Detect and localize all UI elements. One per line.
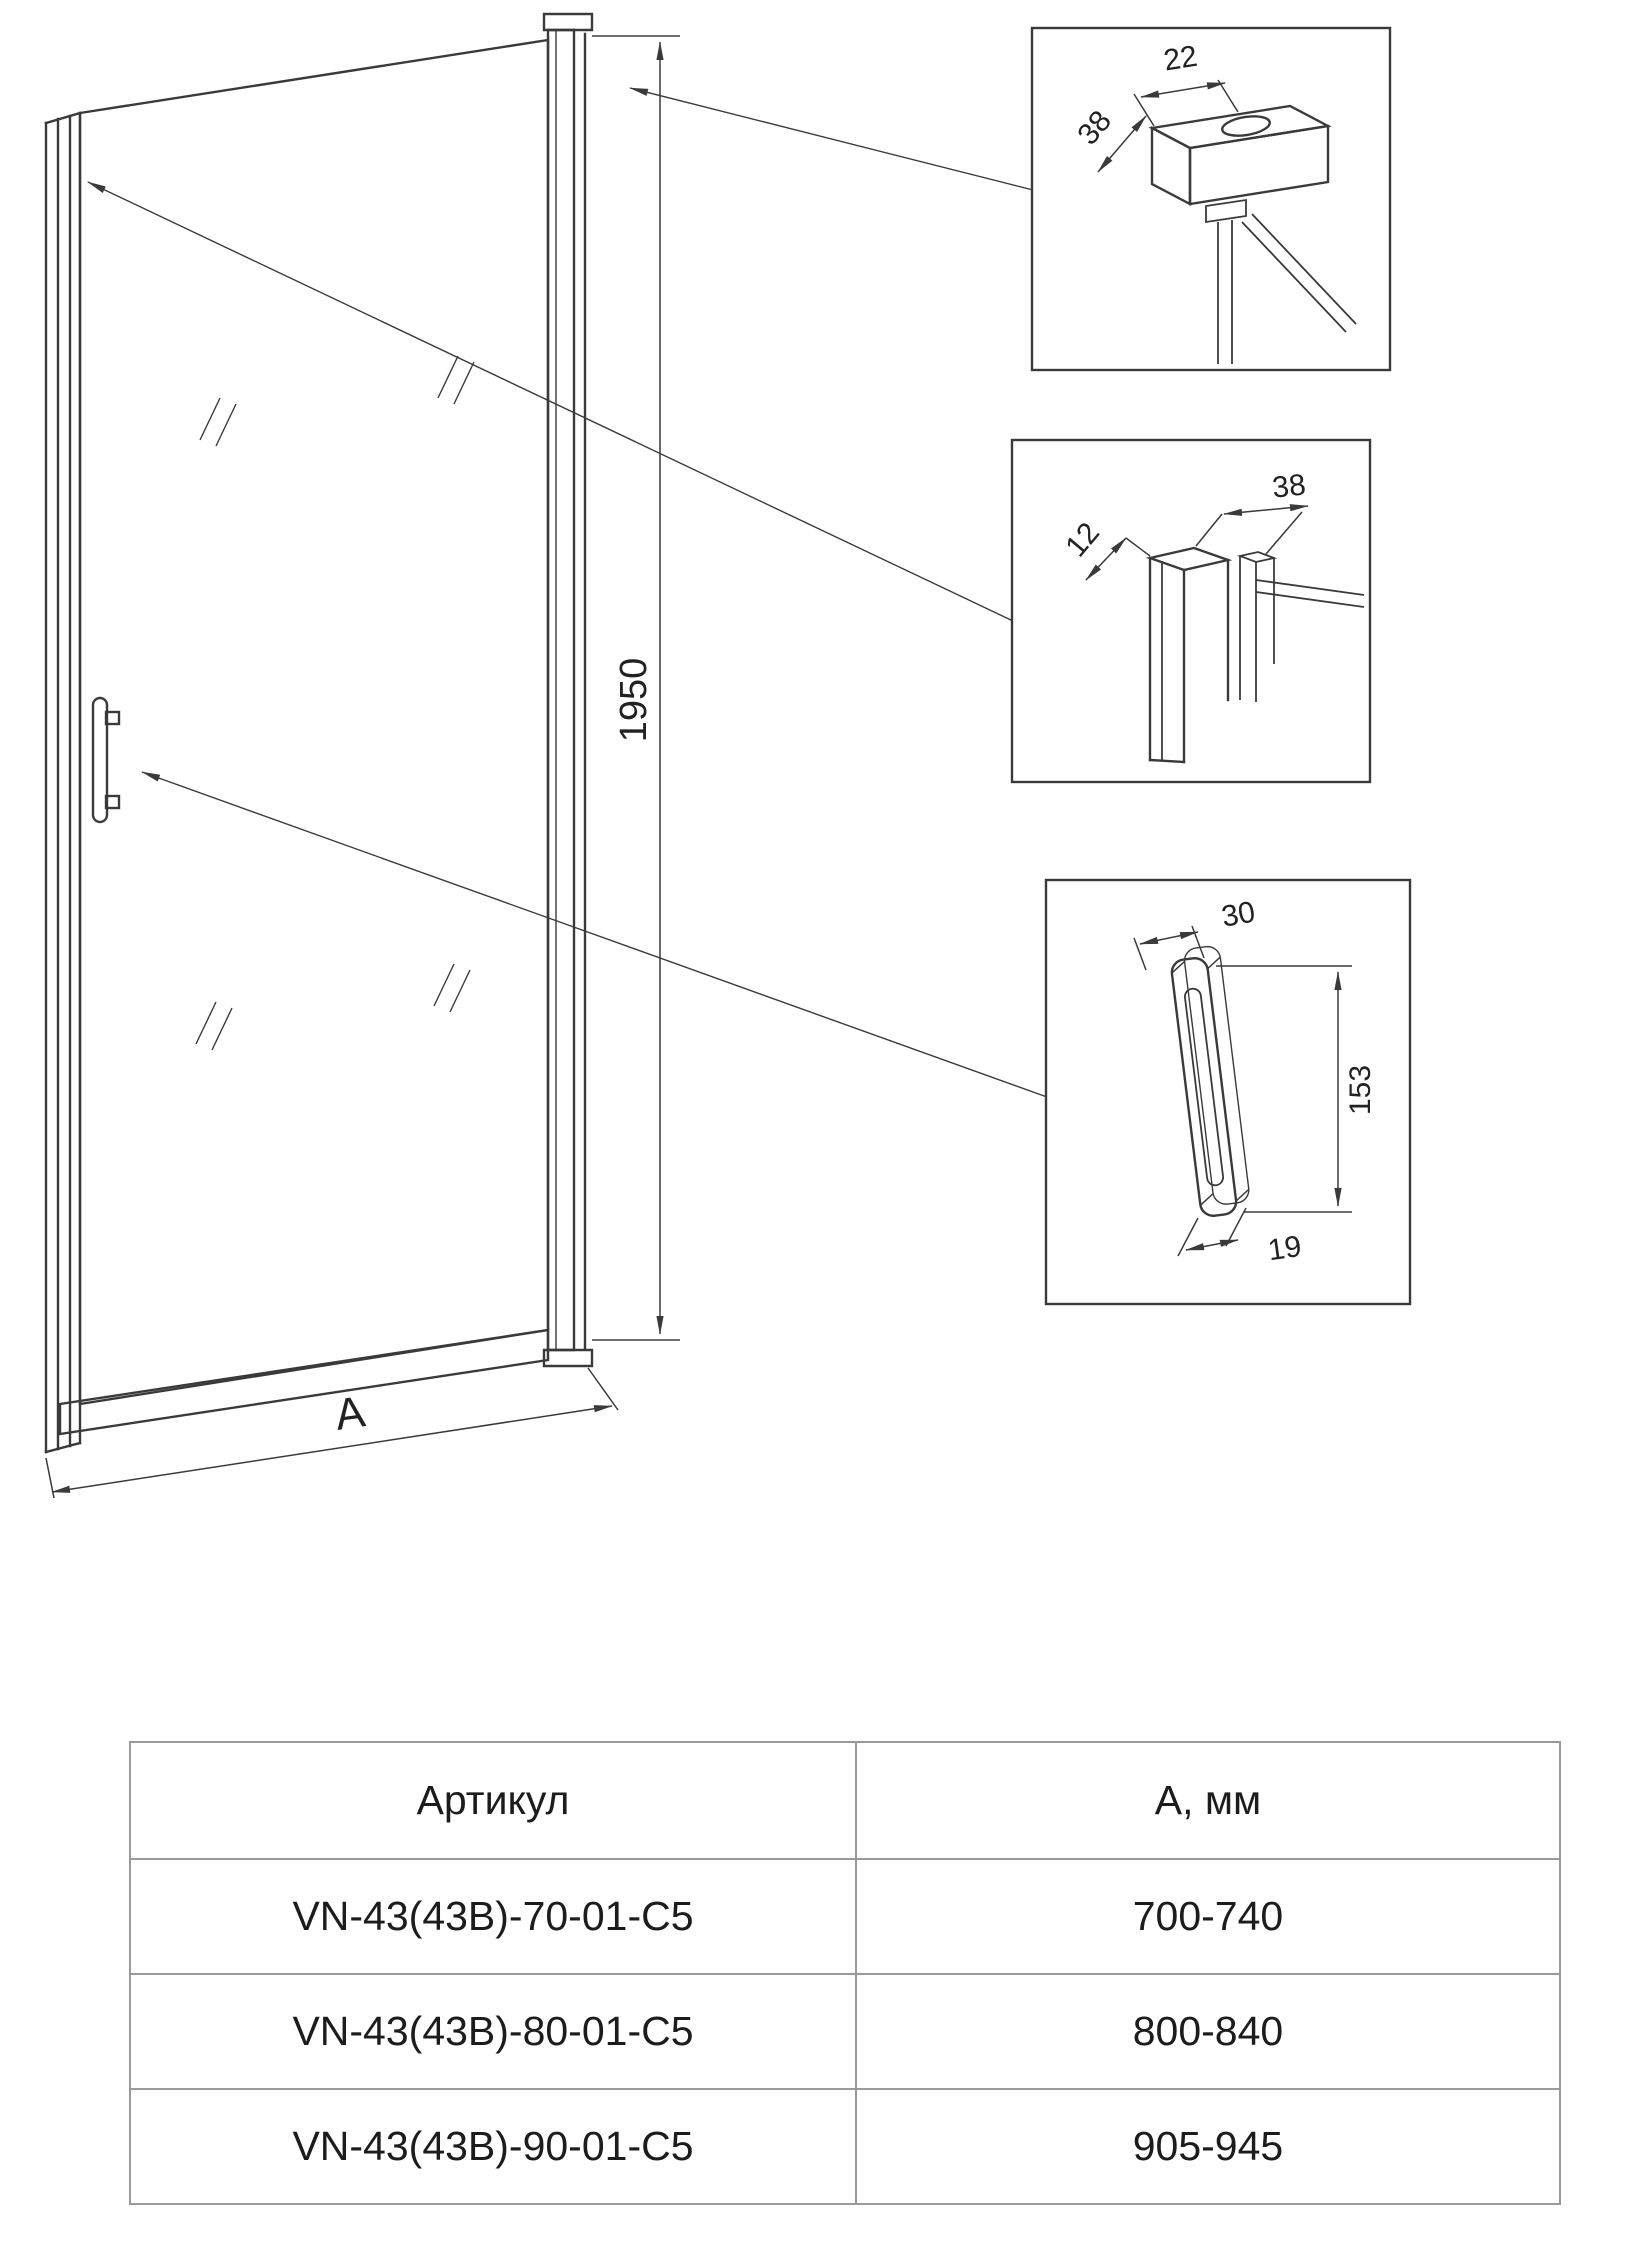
dim-lines-153 <box>1216 965 1352 1213</box>
table-row: VN-43(43B)-70-01-C5 700-740 <box>131 1858 1559 1973</box>
dim-lines-30 <box>1133 925 1205 971</box>
profile-glass-clamp <box>1236 551 1365 702</box>
hatch-mark <box>433 963 471 1013</box>
leader-top-bracket <box>629 87 1034 191</box>
leader-wall-profile <box>87 181 1014 622</box>
hatch-mark <box>437 355 475 405</box>
hatch-mark <box>195 1001 233 1051</box>
bracket-glass-edge <box>1205 198 1357 364</box>
article-cell: VN-43(43B)-80-01-C5 <box>131 1975 855 2088</box>
detail-box-handle <box>1044 878 1412 1306</box>
dim-label-22: 22 <box>1161 40 1199 78</box>
profile-channel <box>1145 546 1233 764</box>
handle-3d <box>1170 945 1250 1217</box>
wall-profile <box>44 111 82 1454</box>
glass-hatch-marks <box>195 355 475 1051</box>
door-handle <box>91 696 121 824</box>
detail-top-bracket: 22 38 <box>1030 26 1392 372</box>
dim-label-1950: 1950 <box>613 658 655 743</box>
dimension-height: 1950 <box>592 35 680 1341</box>
dim-label-30: 30 <box>1219 895 1258 933</box>
table-header-row: Артикул А, мм <box>131 1743 1559 1858</box>
detail-wall-profile: 38 12 <box>1010 438 1372 784</box>
dim-label-a: A <box>332 1387 369 1440</box>
dimension-width: A <box>45 1367 619 1499</box>
bottom-rail <box>58 1328 550 1436</box>
a-mm-cell: 905-945 <box>854 2090 1559 2203</box>
table-row: VN-43(43B)-90-01-C5 905-945 <box>131 2088 1559 2203</box>
col-header-a-mm: А, мм <box>854 1743 1559 1858</box>
leader-lines <box>87 87 1048 1098</box>
dim-lines-19 <box>1177 1207 1247 1257</box>
glass-panel <box>78 38 550 1406</box>
detail-handle: 30 153 19 <box>1044 878 1412 1306</box>
leader-handle <box>141 771 1048 1098</box>
dim-lines-12 <box>1085 537 1151 581</box>
a-mm-cell: 700-740 <box>854 1860 1559 1973</box>
dim-label-19: 19 <box>1266 1230 1304 1267</box>
size-table: Артикул А, мм VN-43(43B)-70-01-C5 700-74… <box>129 1741 1561 2205</box>
technical-drawing: 1950 A <box>44 12 1412 1499</box>
article-cell: VN-43(43B)-90-01-C5 <box>131 2090 855 2203</box>
detail-box-middle <box>1010 438 1372 784</box>
dim-label-38-mid: 38 <box>1271 468 1308 504</box>
col-header-article: Артикул <box>131 1743 855 1858</box>
door-assembly: 1950 A <box>44 12 680 1499</box>
dim-lines-38-top <box>1097 115 1147 173</box>
dim-label-153: 153 <box>1344 1065 1377 1115</box>
hatch-mark <box>199 397 237 447</box>
a-mm-cell: 800-840 <box>854 1975 1559 2088</box>
bracket-block <box>1148 104 1332 206</box>
pivot-pillar <box>542 12 594 1368</box>
detail-box-top <box>1030 26 1392 372</box>
dim-lines-38-mid <box>1195 504 1309 555</box>
table-row: VN-43(43B)-80-01-C5 800-840 <box>131 1973 1559 2088</box>
article-cell: VN-43(43B)-70-01-C5 <box>131 1860 855 1973</box>
dim-lines-22 <box>1133 79 1239 127</box>
